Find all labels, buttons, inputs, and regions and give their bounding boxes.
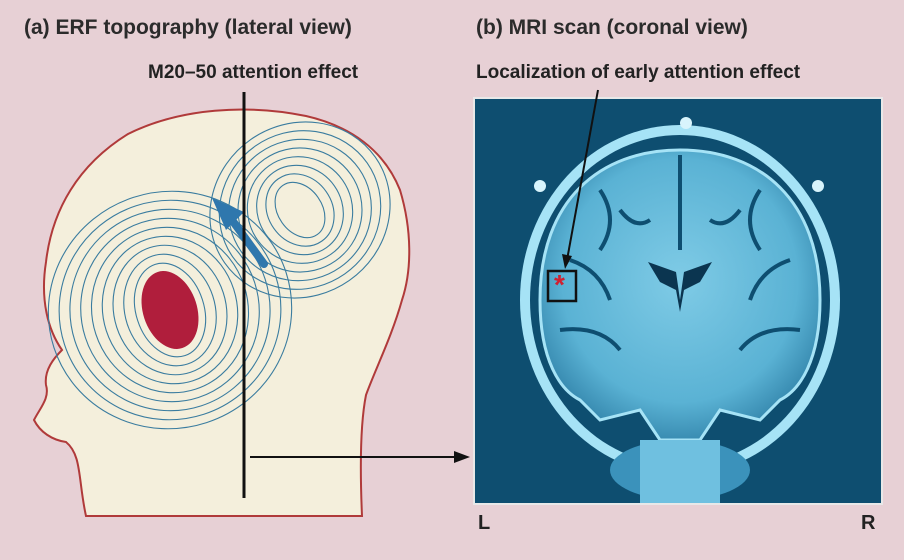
mri-scan	[474, 90, 882, 510]
head-illustration	[17, 87, 470, 516]
mri-right-label: R	[861, 512, 875, 535]
section-to-mri-arrowhead	[454, 451, 470, 463]
mri-left-label: L	[478, 512, 490, 535]
attention-marker: *	[554, 271, 565, 299]
